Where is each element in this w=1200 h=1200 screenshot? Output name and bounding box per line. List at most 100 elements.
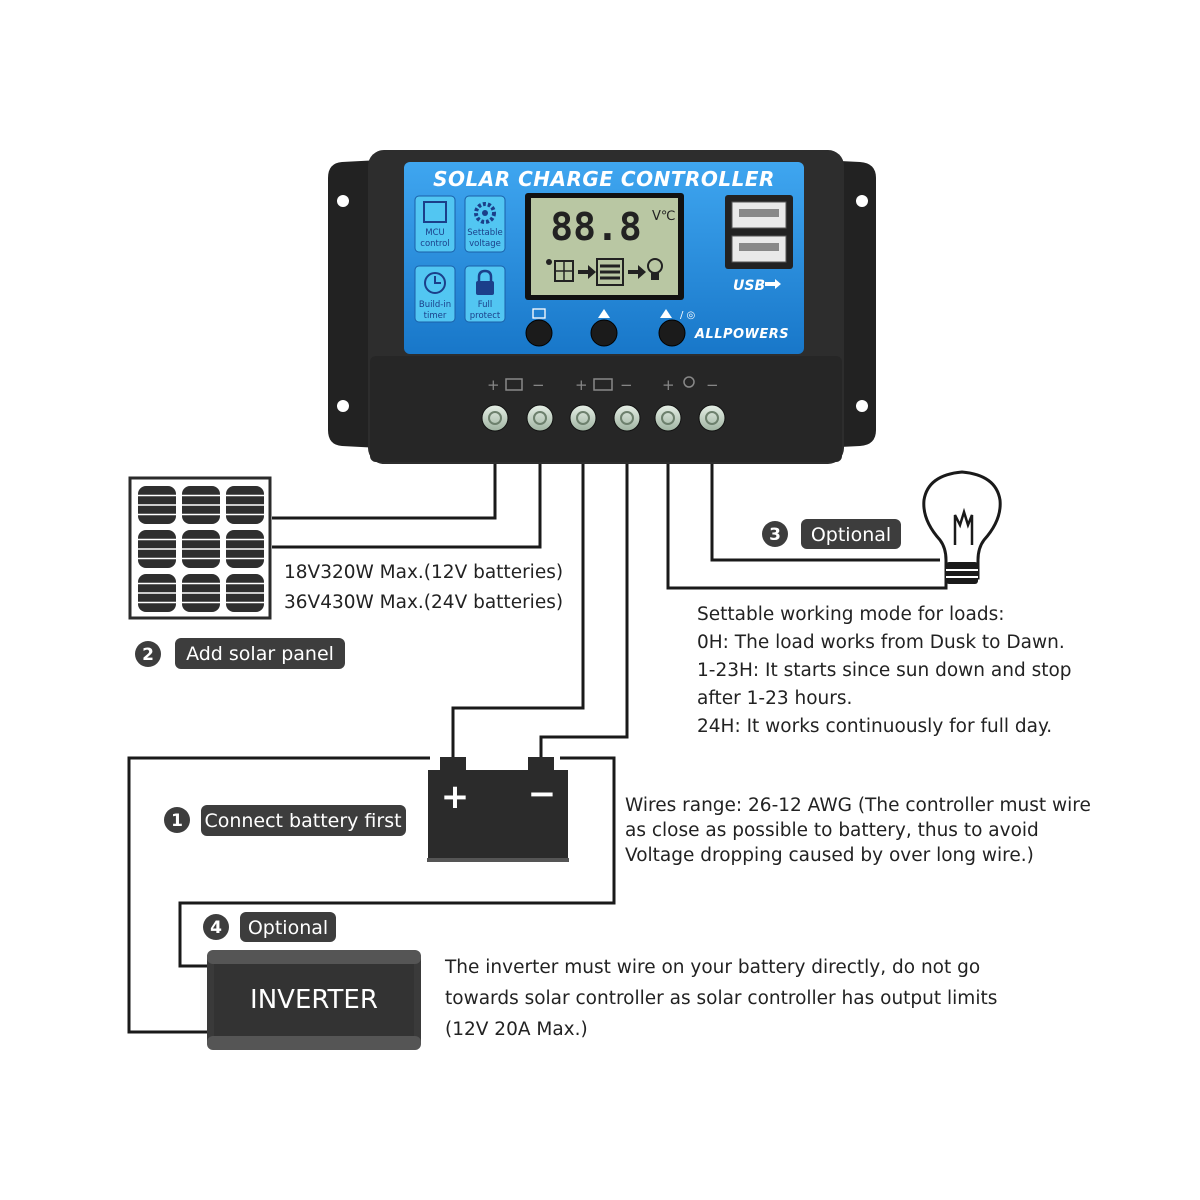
mounting-hole xyxy=(337,195,349,207)
step-3-badge: 3 xyxy=(762,521,788,547)
solar-spec-line-1: 18V320W Max.(12V batteries) xyxy=(284,562,563,583)
terminal-screws[interactable] xyxy=(481,404,726,432)
inverter-notes: The inverter must wire on your battery d… xyxy=(444,957,997,1040)
usb-label: USB xyxy=(733,278,765,294)
svg-text:−: − xyxy=(532,376,545,394)
lcd-bulb-icon xyxy=(647,258,663,280)
clock-icon xyxy=(424,272,446,294)
load-switch-button[interactable]: / ◎ xyxy=(658,309,695,347)
wires xyxy=(127,460,948,1034)
gear-icon xyxy=(474,202,496,224)
step-2-badge: 2 xyxy=(135,641,161,667)
lcd-display: 88.8 V℃ xyxy=(525,193,684,300)
lock-icon xyxy=(476,269,494,295)
inverter-negative-wire xyxy=(178,756,616,968)
usb-symbol-icon xyxy=(765,279,781,289)
battery-icon: + − xyxy=(427,757,569,862)
bulb-symbol-icon xyxy=(683,376,695,388)
brand-logo: ALLPOWERS xyxy=(694,327,789,342)
svg-text:0H: The load works from Dusk t: 0H: The load works from Dusk to Dawn. xyxy=(697,632,1065,653)
battery-symbol-icon xyxy=(593,378,613,391)
solar-spec-line-2: 36V430W Max.(24V batteries) xyxy=(284,592,563,613)
battery-plus-sign: + xyxy=(441,777,470,817)
solar-cells xyxy=(138,486,264,612)
svg-text:24H: It works continuously for: 24H: It works continuously for full day. xyxy=(697,716,1052,737)
solar-charge-controller: SOLAR CHARGE CONTROLLER MCU control Sett… xyxy=(328,150,876,464)
step-4-badge: 4 xyxy=(203,914,229,940)
svg-text:3: 3 xyxy=(769,525,781,545)
solar-negative-wire xyxy=(272,460,542,549)
svg-text:(12V 20A Max.): (12V 20A Max.) xyxy=(445,1019,588,1040)
usb-ports[interactable] xyxy=(725,195,793,269)
light-bulb-icon xyxy=(922,470,1002,584)
feature-mcu-control: MCU control xyxy=(414,195,456,253)
svg-text:Voltage dropping caused by ove: Voltage dropping caused by over long wir… xyxy=(625,845,1034,866)
left-mounting-flange xyxy=(328,160,380,448)
step-2-label: Add solar panel xyxy=(186,643,334,665)
lcd-arrow-icon xyxy=(628,265,646,279)
feature-full-protect: Full protect xyxy=(464,265,506,323)
solar-panel xyxy=(128,476,272,620)
controller-title: SOLAR CHARGE CONTROLLER xyxy=(433,167,775,191)
lcd-units: V℃ xyxy=(652,209,676,224)
svg-text:The inverter must wire on your: The inverter must wire on your battery d… xyxy=(444,957,980,978)
svg-text:as close as possible to batter: as close as possible to battery, thus to… xyxy=(625,820,1039,841)
svg-text:Build-in: Build-in xyxy=(419,300,451,310)
svg-text:Settable working mode for load: Settable working mode for loads: xyxy=(697,604,1004,625)
battery-negative-wire xyxy=(539,460,629,760)
step-3-pill: Optional xyxy=(801,519,901,549)
battery-negative-terminal[interactable] xyxy=(613,404,641,432)
mounting-hole xyxy=(856,195,868,207)
mounting-hole xyxy=(856,400,868,412)
lcd-readout: 88.8 xyxy=(550,205,642,249)
menu-button[interactable] xyxy=(525,308,553,347)
lcd-battery-icon xyxy=(596,258,624,286)
lcd-solar-icon xyxy=(546,259,574,282)
svg-text:protect: protect xyxy=(470,311,501,321)
feature-settable-voltage: Settable voltage xyxy=(464,195,506,253)
inverter-icon: INVERTER xyxy=(207,950,421,1050)
load-notes: Settable working mode for loads: 0H: The… xyxy=(697,604,1072,737)
svg-text:1-23H: It starts since sun dow: 1-23H: It starts since sun down and stop xyxy=(697,660,1072,681)
svg-text:MCU: MCU xyxy=(425,228,445,238)
battery-positive-terminal[interactable] xyxy=(569,404,597,432)
inverter-label: INVERTER xyxy=(250,985,378,1015)
svg-text:towards solar controller as so: towards solar controller as solar contro… xyxy=(445,988,997,1009)
feature-build-in-timer: Build-in timer xyxy=(414,265,456,323)
lcd-arrow-icon xyxy=(578,265,596,279)
inverter-positive-wire xyxy=(127,756,430,1034)
battery-notes: Wires range: 26-12 AWG (The controller m… xyxy=(625,795,1091,866)
svg-text:Settable: Settable xyxy=(467,228,503,238)
step-1-badge: 1 xyxy=(164,807,190,833)
svg-text:+: + xyxy=(662,376,675,394)
svg-text:voltage: voltage xyxy=(469,239,501,249)
up-button[interactable] xyxy=(590,309,618,347)
load-negative-terminal[interactable] xyxy=(698,404,726,432)
svg-text:+: + xyxy=(575,376,588,394)
step-3-label: Optional xyxy=(811,524,891,546)
step-2-pill: Add solar panel xyxy=(175,638,345,669)
solar-positive-wire xyxy=(272,460,497,520)
svg-text:−: − xyxy=(620,376,633,394)
terminal-symbols: + − + − + − xyxy=(487,376,719,394)
svg-text:−: − xyxy=(706,376,719,394)
load-positive-terminal[interactable] xyxy=(654,404,682,432)
load-negative-wire xyxy=(710,460,940,562)
terminal-block xyxy=(370,356,842,462)
svg-text:Full: Full xyxy=(478,300,493,310)
step-1-pill: Connect battery first xyxy=(201,805,406,836)
svg-text:control: control xyxy=(420,239,449,249)
svg-text:+: + xyxy=(487,376,500,394)
solar-positive-terminal[interactable] xyxy=(481,404,509,432)
step-1-label: Connect battery first xyxy=(204,810,401,832)
svg-text:timer: timer xyxy=(424,311,447,321)
step-4-pill: Optional xyxy=(240,912,336,942)
chip-icon xyxy=(423,201,447,223)
svg-text:1: 1 xyxy=(171,811,183,831)
step-4-label: Optional xyxy=(248,917,328,939)
svg-text:after 1-23 hours.: after 1-23 hours. xyxy=(697,688,852,709)
svg-text:4: 4 xyxy=(210,918,222,938)
solar-panel-symbol-icon xyxy=(505,378,523,391)
solar-negative-terminal[interactable] xyxy=(526,404,554,432)
